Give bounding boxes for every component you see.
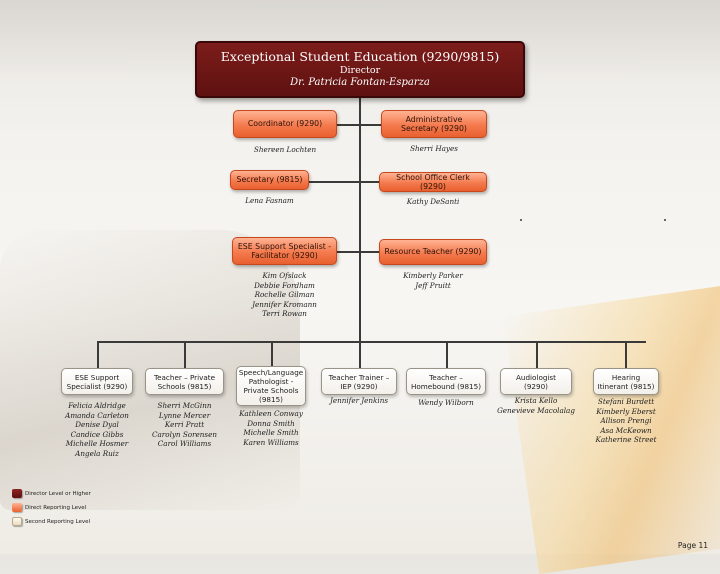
teacher-trainer-box: Teacher Trainer – IEP (9290) <box>321 368 397 395</box>
connector-row2 <box>309 181 381 183</box>
coordinator-title: Coordinator (9290) <box>248 119 322 128</box>
audiologist-names: Krista Kello Genevieve Macolalag <box>496 396 576 415</box>
decorative-dot <box>664 219 666 221</box>
legend-swatch-second <box>12 517 22 526</box>
connector-drop-1 <box>97 341 99 368</box>
connector-drop-5 <box>446 341 448 368</box>
connector-row3 <box>337 251 381 253</box>
school-office-clerk-box: School Office Clerk (9290) <box>379 172 487 192</box>
legend-director: Director Level or Higher <box>12 489 91 498</box>
legend-second: Second Reporting Level <box>12 517 90 526</box>
teacher-trainer-names: Jennifer Jenkins <box>317 396 401 406</box>
speech-pathologist-names: Kathleen Conway Donna Smith Michelle Smi… <box>231 409 311 447</box>
resource-teacher-names: Kimberly Parker Jeff Pruitt <box>379 271 487 290</box>
connector-drop-2 <box>184 341 186 368</box>
secretary-title: Secretary (9815) <box>237 175 303 184</box>
legend-swatch-director <box>12 489 22 498</box>
secretary-box: Secretary (9815) <box>230 170 309 190</box>
school-office-clerk-title: School Office Clerk (9290) <box>384 173 482 192</box>
resource-teacher-box: Resource Teacher (9290) <box>379 239 487 265</box>
director-role: Director <box>197 65 523 76</box>
teacher-private-schools-names: Sherri McGinn Lynne Mercer Kerri Pratt C… <box>145 401 224 449</box>
coordinator-box: Coordinator (9290) <box>233 110 337 138</box>
teacher-homebound-box: Teacher – Homebound (9815) <box>406 368 486 395</box>
decorative-dot <box>520 219 522 221</box>
department-title: Exceptional Student Education (9290/9815… <box>197 49 523 64</box>
connector-drop-6 <box>536 341 538 368</box>
teacher-homebound-title: Teacher – Homebound (9815) <box>410 373 482 391</box>
connector-drop-4 <box>359 341 361 368</box>
connector-row1 <box>337 124 381 126</box>
connector-drop-3 <box>271 341 273 366</box>
ese-support-specialist-title: ESE Support Specialist (9290) <box>65 373 129 391</box>
school-office-clerk-names: Kathy DeSanti <box>379 197 487 207</box>
teacher-homebound-names: Wendy Wilborn <box>402 398 490 408</box>
connector-bottom-bar <box>97 341 646 343</box>
teacher-trainer-title: Teacher Trainer – IEP (9290) <box>325 373 393 391</box>
legend-direct: Direct Reporting Level <box>12 503 86 512</box>
admin-secretary-title: Administrative Secretary (9290) <box>386 115 482 134</box>
speech-pathologist-title: Speech/Language Pathologist - Private Sc… <box>239 368 303 404</box>
hearing-itinerant-title: Hearing Itinerant (9815) <box>597 373 655 391</box>
hearing-itinerant-box: Hearing Itinerant (9815) <box>593 368 659 395</box>
admin-secretary-names: Sherri Hayes <box>381 144 487 154</box>
audiologist-box: Audiologist (9290) <box>500 368 572 395</box>
ese-support-specialist-names: Felicia Aldridge Amanda Carleton Denise … <box>57 401 137 458</box>
secretary-names: Lena Fasnam <box>230 196 309 206</box>
ese-facilitator-title: ESE Support Specialist - Facilitator (92… <box>237 242 332 261</box>
page-number: Page 11 <box>678 541 708 550</box>
teacher-private-schools-box: Teacher – Private Schools (9815) <box>145 368 224 395</box>
director-box: Exceptional Student Education (9290/9815… <box>195 41 525 98</box>
ese-facilitator-names: Kim Ofslack Debbie Fordham Rochelle Gilm… <box>232 271 337 319</box>
audiologist-title: Audiologist (9290) <box>504 373 568 391</box>
ese-facilitator-box: ESE Support Specialist - Facilitator (92… <box>232 237 337 265</box>
teacher-private-schools-title: Teacher – Private Schools (9815) <box>149 373 220 391</box>
director-name: Dr. Patricia Fontan-Esparza <box>197 77 523 88</box>
connector-drop-7 <box>625 341 627 368</box>
ese-support-specialist-box: ESE Support Specialist (9290) <box>61 368 133 395</box>
connector-trunk <box>359 94 361 342</box>
resource-teacher-title: Resource Teacher (9290) <box>385 247 482 256</box>
admin-secretary-box: Administrative Secretary (9290) <box>381 110 487 138</box>
hearing-itinerant-names: Stefani Burdett Kimberly Eberst Allison … <box>586 397 666 445</box>
speech-pathologist-box: Speech/Language Pathologist - Private Sc… <box>236 366 306 406</box>
legend-swatch-direct <box>12 503 22 512</box>
coordinator-names: Shereen Lochten <box>233 145 337 155</box>
